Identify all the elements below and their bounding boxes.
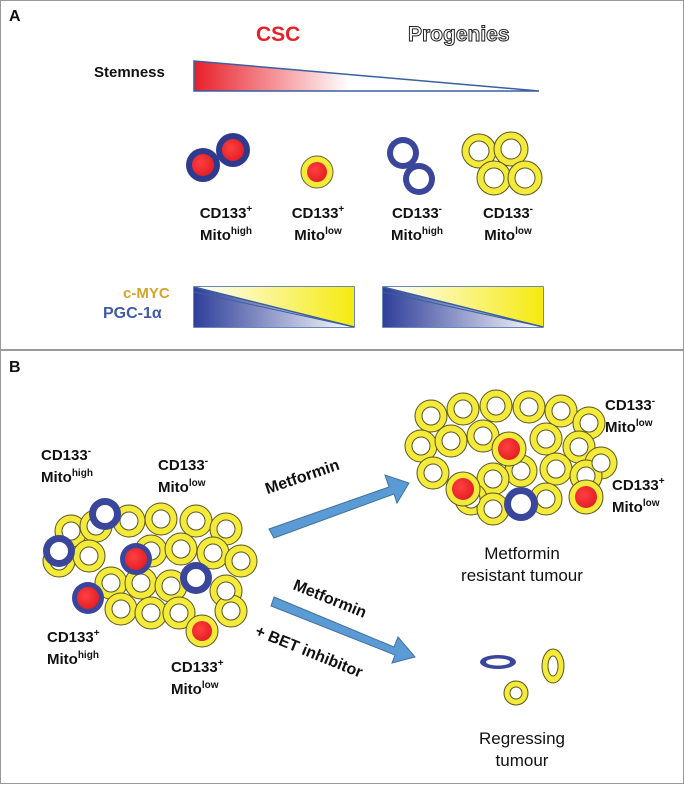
tumour-cells-regressing (480, 648, 565, 706)
label-cd133neg-mitohigh: CD133- Mitohigh (391, 204, 443, 245)
label-cd133pos-mitolow: CD133+ Mitolow (291, 204, 345, 245)
label-b-cd133neg-mitolow: CD133- Mitolow (158, 456, 209, 497)
panel-a: A CSC Progenies Stemness CD133+ Mitohigh… (0, 0, 684, 350)
regressing-tumour-caption: Regressing tumour (479, 729, 565, 770)
cell-cd133pos-mitohigh (186, 133, 250, 182)
panel-a-graphics (186, 60, 544, 328)
stemness-label: Stemness (94, 64, 165, 81)
cmyc-label: c-MYC (123, 285, 170, 302)
panel-b-label: B (9, 359, 21, 376)
label-b-cd133neg-mitohigh: CD133- Mitohigh (41, 446, 93, 487)
label-b-cd133pos-mitohigh: CD133+ Mitohigh (47, 628, 100, 669)
arrow-metformin (268, 474, 410, 539)
progenies-title: Progenies (408, 23, 511, 47)
panel-b: B CD133- Mitohigh CD133- Mitolow CD133+ … (0, 350, 684, 784)
label-cd133pos-mitohigh: CD133+ Mitohigh (199, 204, 253, 245)
label-cd133neg-mitolow: CD133- Mitolow (482, 204, 534, 245)
cell-cd133neg-mitohigh (387, 137, 435, 195)
label-b-resistant-cd133pos-mitolow: CD133+ Mitolow (612, 476, 665, 517)
expression-box-progenies (382, 286, 544, 328)
label-b-resistant-cd133neg-mitolow: CD133- Mitolow (605, 396, 656, 437)
cell-cd133pos-mitolow (300, 155, 334, 189)
panel-b-graphics (42, 389, 618, 706)
tumour-cluster-resistant (404, 389, 618, 526)
label-b-cd133pos-mitolow: CD133+ Mitolow (171, 658, 224, 699)
expression-box-csc (193, 286, 355, 328)
csc-title: CSC (256, 23, 301, 46)
cell-cd133neg-mitolow (461, 131, 543, 196)
pgc1a-label: PGC-1α (103, 305, 162, 322)
arrow-metformin-bet (270, 596, 416, 664)
stemness-gradient-wedge (193, 60, 540, 92)
resistant-tumour-caption: Metformin resistant tumour (461, 544, 583, 585)
panel-a-label: A (9, 8, 21, 25)
tumour-cluster-left (42, 498, 258, 648)
